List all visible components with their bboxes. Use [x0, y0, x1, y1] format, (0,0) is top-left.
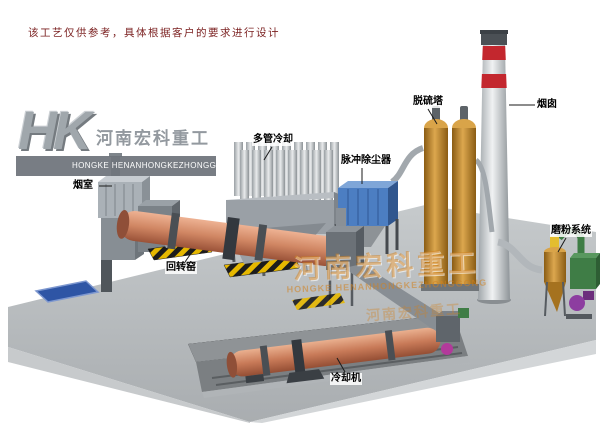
desulfurization-tower-shapes: [421, 106, 495, 291]
label-pulse-dust-collector: 脉冲除尘器: [340, 155, 392, 167]
blue-mat: [34, 280, 100, 303]
ground-platform: [8, 205, 596, 423]
leader-lines: [99, 104, 567, 373]
label-multi-tube-cooler: 多管冷却: [252, 134, 294, 146]
label-grinding-system: 磨粉系统: [550, 225, 592, 237]
logo-monogram: HK: [18, 101, 92, 161]
hazard-strip: [292, 293, 345, 310]
kiln-hood-shape: [326, 208, 450, 330]
chimney-shape: [477, 30, 511, 304]
label-desulfurization-tower: 脱硫塔: [412, 96, 444, 108]
label-cooling-machine: 冷却机: [330, 373, 362, 385]
disclaimer-text: 该工艺仅供参考，具体根据客户的要求进行设计: [28, 27, 280, 39]
logo-banner: HONGKE HENANHONGKEZHONGGONG: [16, 156, 216, 176]
label-smoke-chamber: 烟室: [72, 180, 94, 192]
cooling-machine-shape: [226, 308, 469, 384]
label-rotary-kiln: 回转窑: [165, 262, 197, 274]
label-chimney: 烟囱: [536, 99, 558, 111]
logo-company-name: 河南宏科重工: [96, 129, 210, 148]
company-logo: HK 河南宏科重工 HONGKE HENANHONGKEZHONGGONG: [14, 101, 226, 188]
rotary-kiln-shape: [116, 209, 341, 267]
smoke-chamber-shape: [98, 153, 150, 292]
